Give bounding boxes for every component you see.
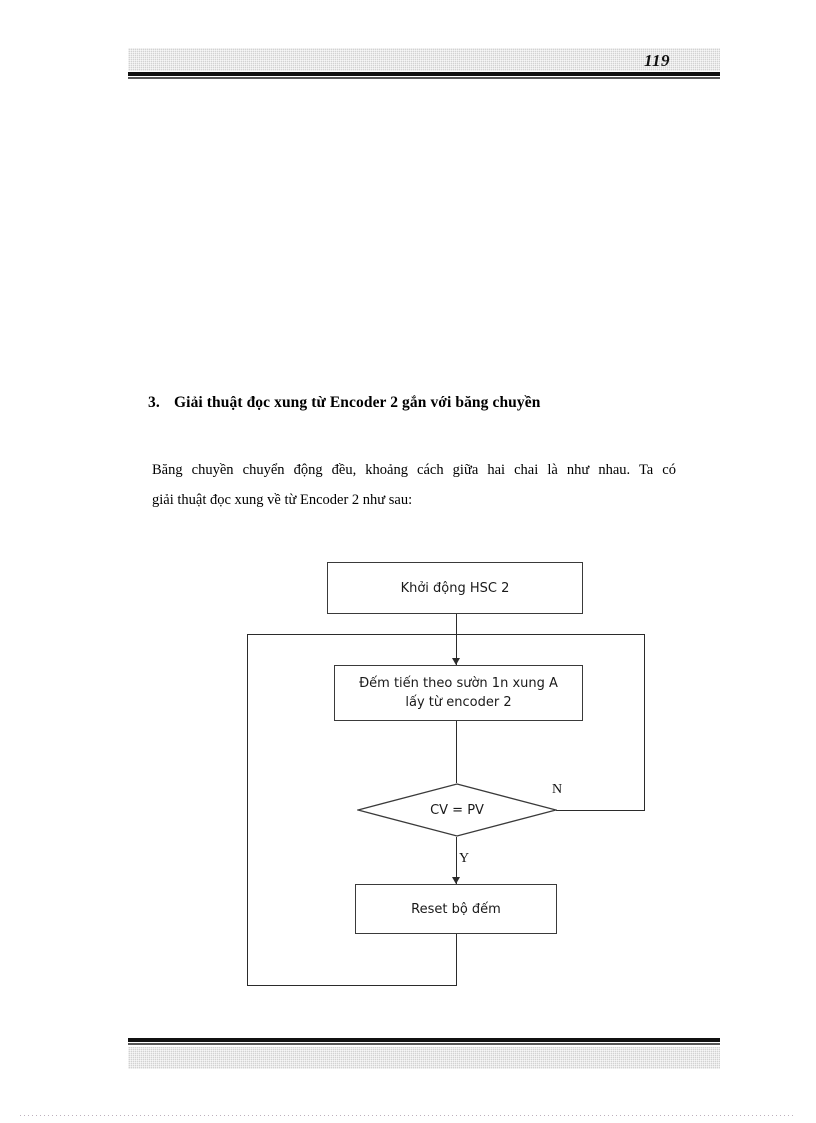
heading-number: 3. — [148, 394, 160, 411]
edge-loop-left-rail — [247, 634, 248, 986]
edge-no-branch-back-to-junction — [456, 634, 645, 635]
flowchart-branch-label-yes: Y — [459, 851, 470, 866]
flowchart-node-count-label: Đếm tiến theo sườn 1n xung A lấy từ enco… — [359, 674, 558, 712]
header-thin-rule — [128, 77, 720, 79]
flowchart-node-count-line-1: Đếm tiến theo sườn 1n xung A — [359, 676, 558, 691]
header-gray-band — [128, 48, 720, 71]
edge-loop-bottom — [247, 985, 457, 986]
flowchart-node-start-label: Khởi động HSC 2 — [400, 580, 510, 596]
footer-thin-rule — [128, 1043, 720, 1045]
edge-reset-down — [456, 934, 457, 986]
scan-edge-artifact — [20, 1115, 796, 1116]
flowchart-node-count: Đếm tiến theo sườn 1n xung A lấy từ enco… — [334, 665, 583, 721]
footer-gray-band — [128, 1047, 720, 1069]
flowchart-branch-label-no: N — [552, 782, 563, 797]
heading-text: Giải thuật đọc xung từ Encoder 2 gắn với… — [174, 394, 541, 411]
header-dark-rule — [128, 72, 720, 76]
edge-count-to-decision — [456, 721, 457, 783]
page-number: 119 — [643, 51, 670, 70]
flowchart-node-reset: Reset bộ đếm — [355, 884, 557, 934]
edge-no-branch-right — [556, 810, 645, 811]
paragraph-line-1: Băng chuyền chuyển động đều, khoảng cách… — [152, 462, 676, 478]
flowchart-node-decision: CV = PV — [357, 783, 557, 837]
page-header-rule — [128, 48, 720, 80]
page-footer-rule — [128, 1038, 720, 1072]
flowchart-node-reset-label: Reset bộ đếm — [411, 901, 501, 917]
edge-decision-to-reset — [456, 837, 457, 884]
body-paragraph: Băng chuyền chuyển động đều, khoảng cách… — [152, 455, 676, 515]
arrowhead-into-count — [452, 658, 460, 665]
flowchart-node-count-line-2: lấy từ encoder 2 — [405, 695, 512, 710]
arrowhead-into-reset — [452, 877, 460, 884]
flowchart-node-decision-label: CV = PV — [430, 802, 484, 818]
edge-start-to-count — [456, 614, 457, 665]
footer-dark-rule — [128, 1038, 720, 1042]
edge-loop-top — [247, 634, 457, 635]
paragraph-line-2: giải thuật đọc xung về từ Encoder 2 như … — [152, 492, 413, 508]
flowchart-node-start: Khởi động HSC 2 — [327, 562, 583, 614]
edge-no-branch-up — [644, 634, 645, 810]
section-heading: 3. Giải thuật đọc xung từ Encoder 2 gắn v… — [148, 393, 688, 413]
